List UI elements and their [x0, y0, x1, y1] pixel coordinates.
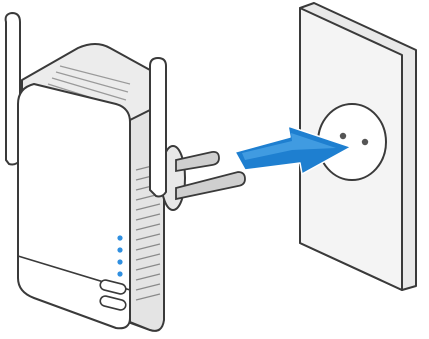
extender-device-icon — [6, 13, 245, 331]
led-2 — [117, 247, 122, 252]
led-4 — [117, 271, 122, 276]
outlet-hole-right — [362, 139, 368, 145]
plug-prongs — [176, 152, 245, 199]
led-1 — [117, 235, 122, 240]
prong-upper — [176, 152, 219, 171]
outlet-hole-left — [340, 133, 346, 139]
prong-lower — [176, 172, 245, 199]
led-3 — [117, 259, 122, 264]
antenna-right — [150, 58, 166, 197]
